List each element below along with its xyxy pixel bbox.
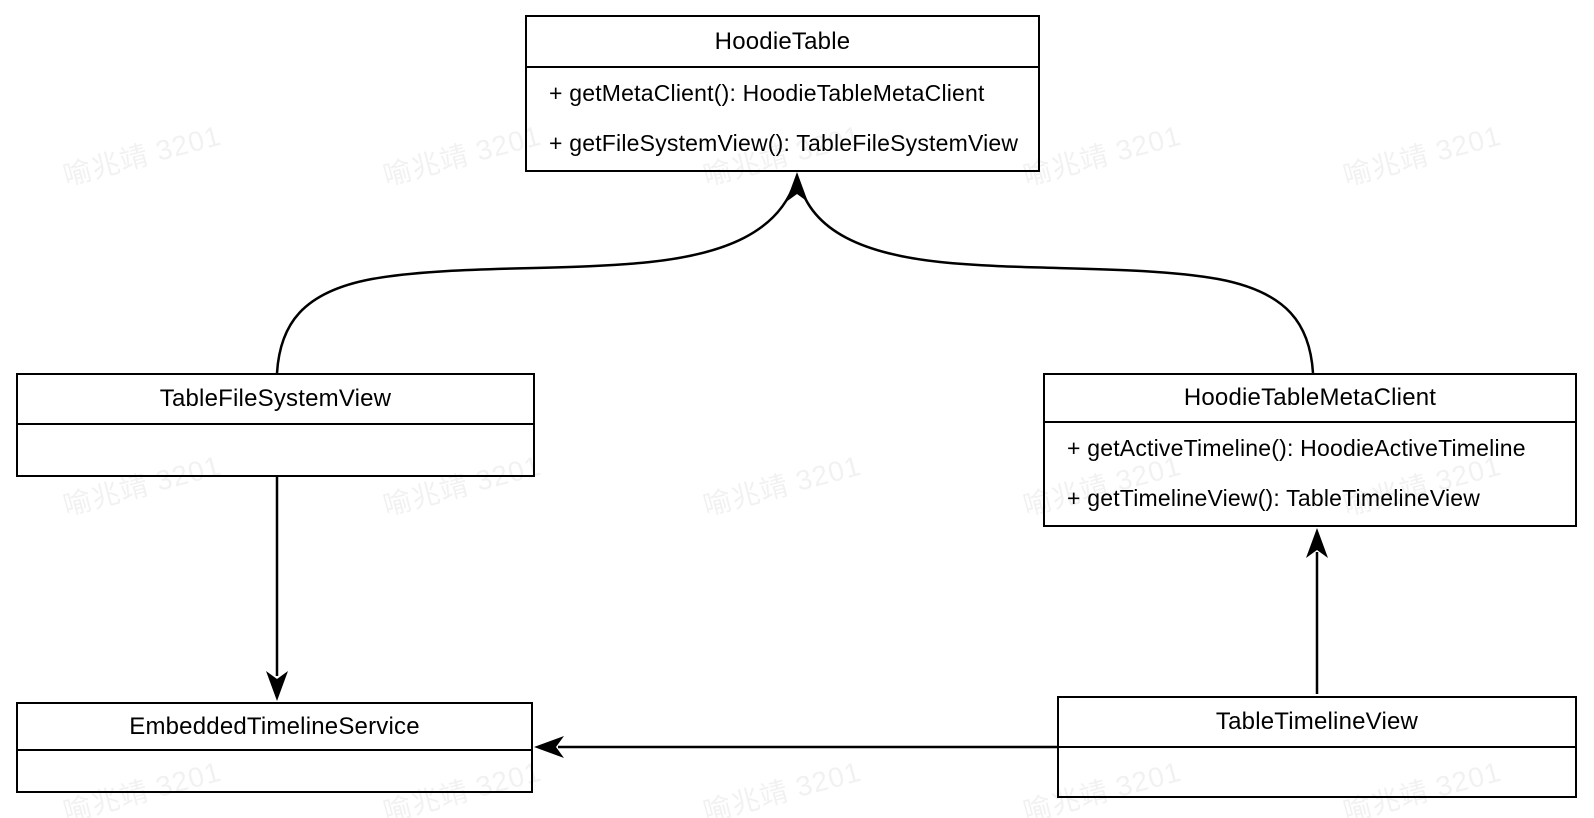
arrowhead-up-hoodietable (786, 172, 808, 202)
method-getmetaclient: + getMetaClient(): HoodieTableMetaClient (549, 79, 985, 106)
class-title-embeddedtimelineservice: EmbeddedTimelineService (18, 704, 531, 751)
class-body-hoodietablemetaclient: + getActiveTimeline(): HoodieActiveTimel… (1045, 423, 1575, 523)
class-box-hoodietablemetaclient: HoodieTableMetaClient + getActiveTimelin… (1043, 373, 1577, 527)
class-box-embeddedtimelineservice: EmbeddedTimelineService (16, 702, 533, 793)
arrowhead-left-embeddedtimelineservice (534, 736, 564, 758)
class-box-tabletimelineview: TableTimelineView (1057, 696, 1577, 798)
arrowhead-down-embeddedtimelineservice (266, 671, 288, 701)
class-box-tablefilesystemview: TableFileSystemView (16, 373, 535, 477)
class-title-tabletimelineview: TableTimelineView (1059, 698, 1575, 748)
class-box-hoodietable: HoodieTable + getMetaClient(): HoodieTab… (525, 15, 1040, 172)
class-title-hoodietable: HoodieTable (527, 17, 1038, 68)
method-getactivetimeline: + getActiveTimeline(): HoodieActiveTimel… (1067, 434, 1526, 461)
method-gettimelineview: + getTimelineView(): TableTimelineView (1067, 484, 1481, 511)
class-body-hoodietable: + getMetaClient(): HoodieTableMetaClient… (527, 68, 1038, 168)
method-getfilesystemview: + getFileSystemView(): TableFileSystemVi… (549, 129, 1019, 156)
class-title-tablefilesystemview: TableFileSystemView (18, 375, 533, 425)
edge-tablefilesystemview-to-hoodietable (275, 181, 797, 374)
edge-hoodietablemetaclient-to-hoodietable (797, 181, 1315, 374)
class-title-hoodietablemetaclient: HoodieTableMetaClient (1045, 375, 1575, 423)
arrowhead-up-hoodietablemetaclient (1306, 528, 1328, 558)
